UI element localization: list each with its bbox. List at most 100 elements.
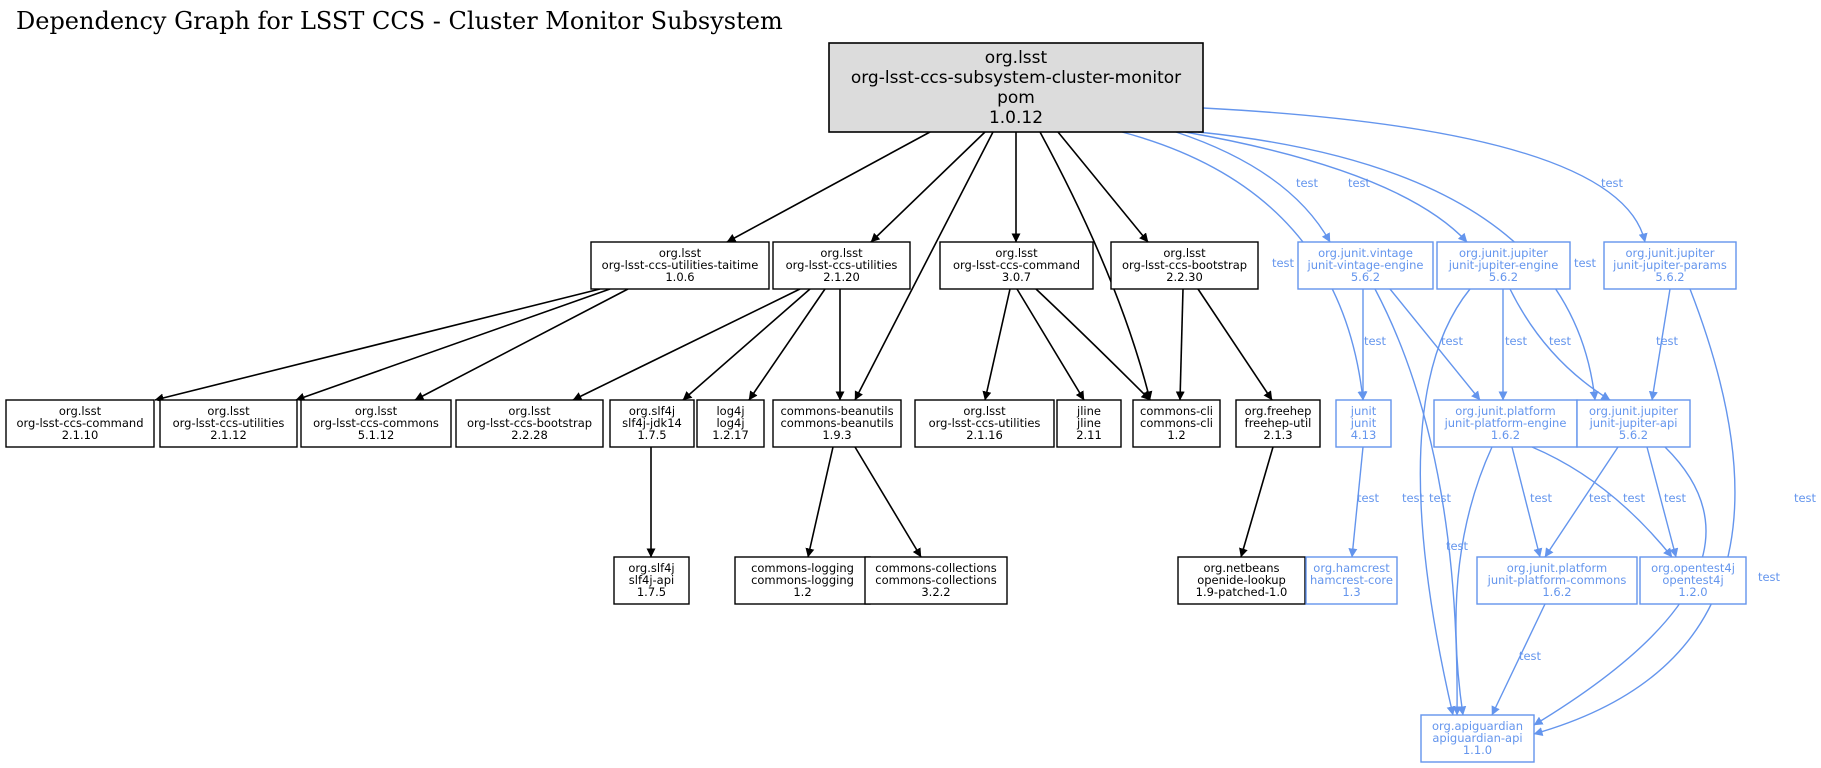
node-line: 5.6.2: [1489, 270, 1518, 284]
node-line: 2.1.3: [1263, 428, 1292, 442]
node-line: commons-beanutils: [780, 404, 893, 418]
node-line: commons-logging: [751, 573, 854, 587]
node-box: [1603, 241, 1737, 290]
node-line: org.lsst: [207, 404, 250, 418]
nodes-layer: org.lsstorg-lsst-ccs-subsystem-cluster-m…: [5, 42, 1747, 763]
edge-root-to-jupiter-engine: [1184, 131, 1468, 243]
node-box: [1056, 399, 1122, 448]
node-box: [734, 556, 871, 605]
edge-label: test: [1549, 334, 1572, 348]
edge-label: test: [1589, 491, 1612, 505]
edge-label: test: [1357, 491, 1380, 505]
node-jupiter-params[interactable]: org.junit.jupiterjunit-jupiter-params5.6…: [1603, 241, 1737, 290]
node-platform-commons[interactable]: org.junit.platformjunit-platform-commons…: [1476, 556, 1638, 605]
node-line: 1.9.3: [822, 428, 851, 442]
edge-freehep-util-to-openide-lookup: [1239, 446, 1274, 558]
node-box: [1335, 399, 1392, 448]
node-line: 4.13: [1351, 428, 1377, 442]
node-line: 1.0.12: [989, 108, 1043, 128]
edge-root-to-taitime: [726, 131, 931, 243]
edge-label: test: [1446, 539, 1469, 553]
node-line: 1.7.5: [637, 585, 666, 599]
node-platform-engine[interactable]: org.junit.platformjunit-platform-engine1…: [1433, 399, 1578, 448]
node-line: commons-logging: [751, 561, 854, 575]
edge-label: test: [1348, 176, 1371, 190]
edge-jupiter-api-to-opentest4j: [1646, 446, 1679, 558]
edge-label: test: [1656, 334, 1679, 348]
edge-jupiter-params-to-jupiter-api: [1648, 288, 1671, 401]
node-line: 2.1.10: [62, 428, 99, 442]
edge-label: test: [1530, 491, 1553, 505]
node-commons-collections[interactable]: commons-collectionscommons-collections3.…: [864, 556, 1008, 605]
edge-label: test: [1794, 491, 1817, 505]
node-taitime[interactable]: org.lsstorg-lsst-ccs-utilities-taitime1.…: [590, 241, 770, 290]
edge-root-to-jupiter-api: [1197, 131, 1599, 401]
node-line: 5.6.2: [1655, 270, 1684, 284]
node-line: org.lsst: [985, 48, 1048, 68]
node-box: [914, 399, 1055, 448]
node-line: org.freehep: [1245, 404, 1312, 418]
node-box: [1132, 399, 1221, 448]
node-line: 2.1.12: [210, 428, 247, 442]
edge-root-to-junit: [1121, 131, 1367, 401]
edge-label: test: [1601, 176, 1624, 190]
node-line: org-lsst-ccs-utilities: [929, 416, 1041, 430]
node-line: 3.0.7: [1002, 270, 1031, 284]
node-box: [590, 241, 770, 290]
node-line: openide-lookup: [1197, 573, 1286, 587]
edge-taitime-to-utilities-2112: [295, 288, 611, 402]
node-vintage-engine[interactable]: org.junit.vintagejunit-vintage-engine5.6…: [1297, 241, 1434, 290]
node-line: 1.2: [1167, 428, 1185, 442]
node-line: 5.1.12: [358, 428, 395, 442]
node-box: [1305, 556, 1398, 605]
node-box: [864, 556, 1008, 605]
node-line: opentest4j: [1662, 573, 1723, 587]
node-line: junit-jupiter-params: [1612, 258, 1727, 272]
node-line: org.netbeans: [1203, 561, 1279, 575]
node-box: [1420, 714, 1535, 763]
node-box: [772, 399, 902, 448]
node-line: 1.0.6: [665, 270, 694, 284]
node-line: org-lsst-ccs-utilities: [173, 416, 285, 430]
edge-label: test: [1441, 334, 1464, 348]
node-line: org.junit.platform: [1507, 561, 1608, 575]
node-line: org-lsst-ccs-commons: [313, 416, 439, 430]
edge-label: test: [1364, 334, 1387, 348]
node-line: 2.11: [1076, 428, 1102, 442]
node-line: org.lsst: [963, 404, 1006, 418]
node-jupiter-engine[interactable]: org.junit.jupiterjunit-jupiter-engine5.6…: [1436, 241, 1571, 290]
edge-label: test: [1402, 491, 1425, 505]
node-box: [1476, 556, 1638, 605]
node-line: slf4j-jdk14: [622, 416, 682, 430]
node-openide-lookup[interactable]: org.netbeansopenide-lookup1.9-patched-1.…: [1177, 556, 1306, 605]
node-line: junit-platform-engine: [1444, 416, 1567, 430]
node-line: 2.2.28: [511, 428, 548, 442]
edge-vintage-engine-to-platform-engine: [1389, 288, 1481, 401]
edge-jupiter-engine-to-apiguardian: [1419, 288, 1471, 716]
node-root[interactable]: org.lsstorg-lsst-ccs-subsystem-cluster-m…: [828, 42, 1204, 133]
node-line: junit: [1350, 404, 1377, 418]
node-line: org-lsst-ccs-bootstrap: [467, 416, 592, 430]
